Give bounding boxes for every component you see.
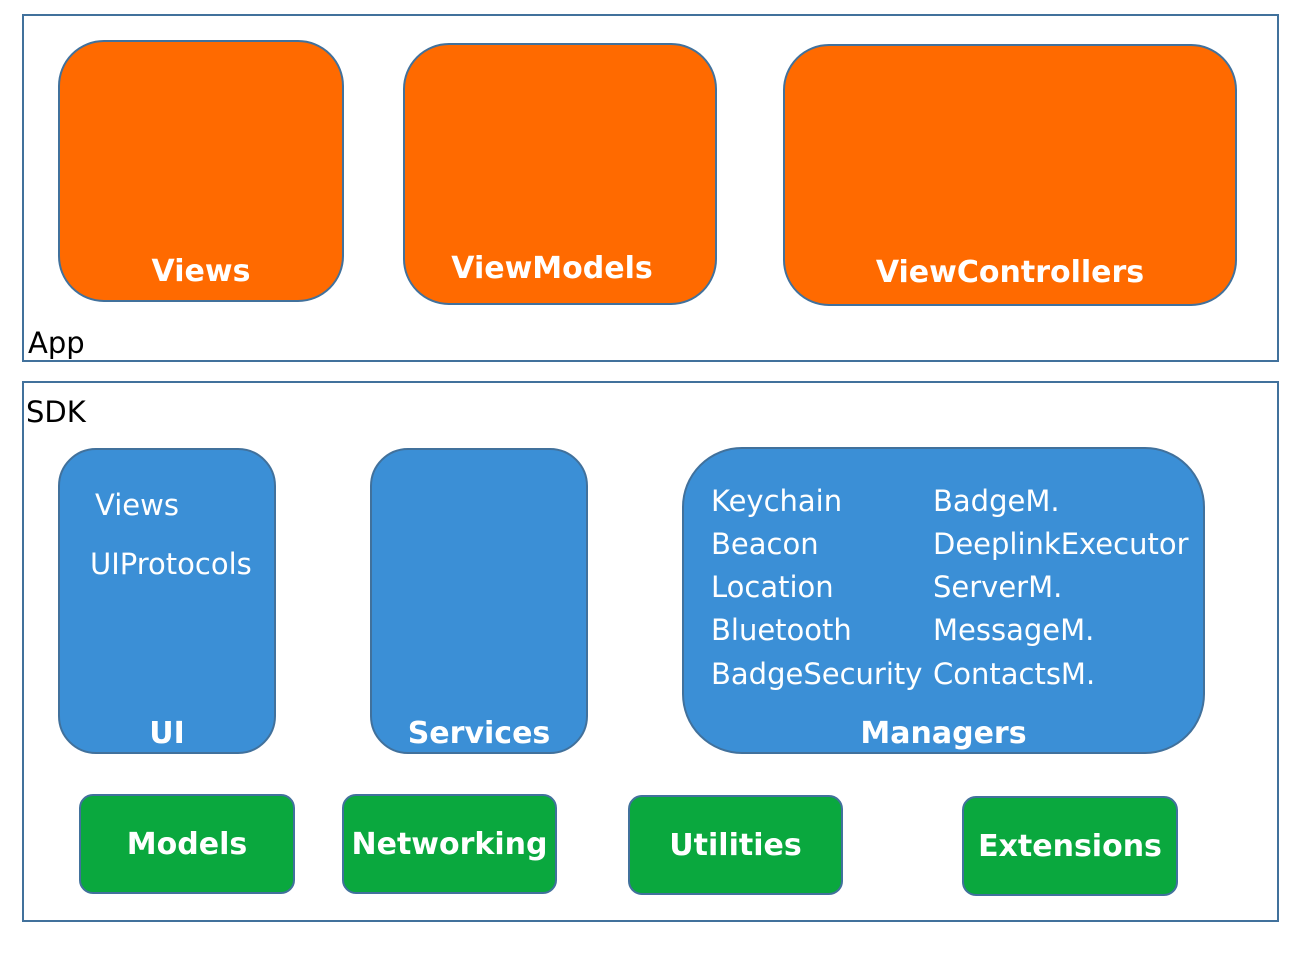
managers-item-messagem: MessageM.	[933, 613, 1095, 647]
sdk-managers-box: Keychain Beacon Location Bluetooth Badge…	[682, 447, 1205, 754]
managers-item-location: Location	[711, 570, 834, 604]
managers-item-keychain: Keychain	[711, 484, 843, 518]
sdk-extensions-label: Extensions	[978, 829, 1162, 864]
managers-item-contactsm: ContactsM.	[933, 657, 1096, 691]
sdk-ui-item-uiprotocols: UIProtocols	[90, 547, 252, 581]
app-views-label: Views	[151, 254, 251, 289]
sdk-networking-box: Networking	[342, 794, 557, 894]
sdk-ui-title: UI	[149, 716, 185, 751]
sdk-models-label: Models	[126, 827, 248, 862]
app-viewmodels-label: ViewModels	[451, 251, 653, 286]
sdk-managers-title: Managers	[860, 716, 1027, 751]
sdk-ui-box: Views UIProtocols UI	[58, 448, 276, 754]
sdk-layer-label: SDK	[26, 395, 86, 429]
managers-item-bluetooth: Bluetooth	[711, 613, 852, 647]
managers-item-deeplinkexecutor: DeeplinkExecutor	[933, 527, 1189, 561]
sdk-utilities-label: Utilities	[669, 828, 802, 863]
managers-item-beacon: Beacon	[711, 527, 819, 561]
app-viewcontrollers-box: ViewControllers	[783, 44, 1237, 306]
managers-item-badgem: BadgeM.	[933, 484, 1060, 518]
app-layer-label: App	[28, 326, 85, 360]
app-viewmodels-box: ViewModels	[403, 43, 717, 305]
sdk-extensions-box: Extensions	[962, 796, 1178, 896]
app-views-box: Views	[58, 40, 344, 302]
sdk-networking-label: Networking	[351, 827, 548, 862]
managers-item-serverm: ServerM.	[933, 570, 1063, 604]
sdk-services-box: Services	[370, 448, 588, 754]
sdk-models-box: Models	[79, 794, 295, 894]
app-viewcontrollers-label: ViewControllers	[875, 255, 1145, 290]
managers-item-badgesecurity: BadgeSecurity	[711, 657, 923, 691]
sdk-services-title: Services	[407, 716, 551, 751]
sdk-ui-item-views: Views	[95, 488, 179, 522]
sdk-utilities-box: Utilities	[628, 795, 843, 895]
